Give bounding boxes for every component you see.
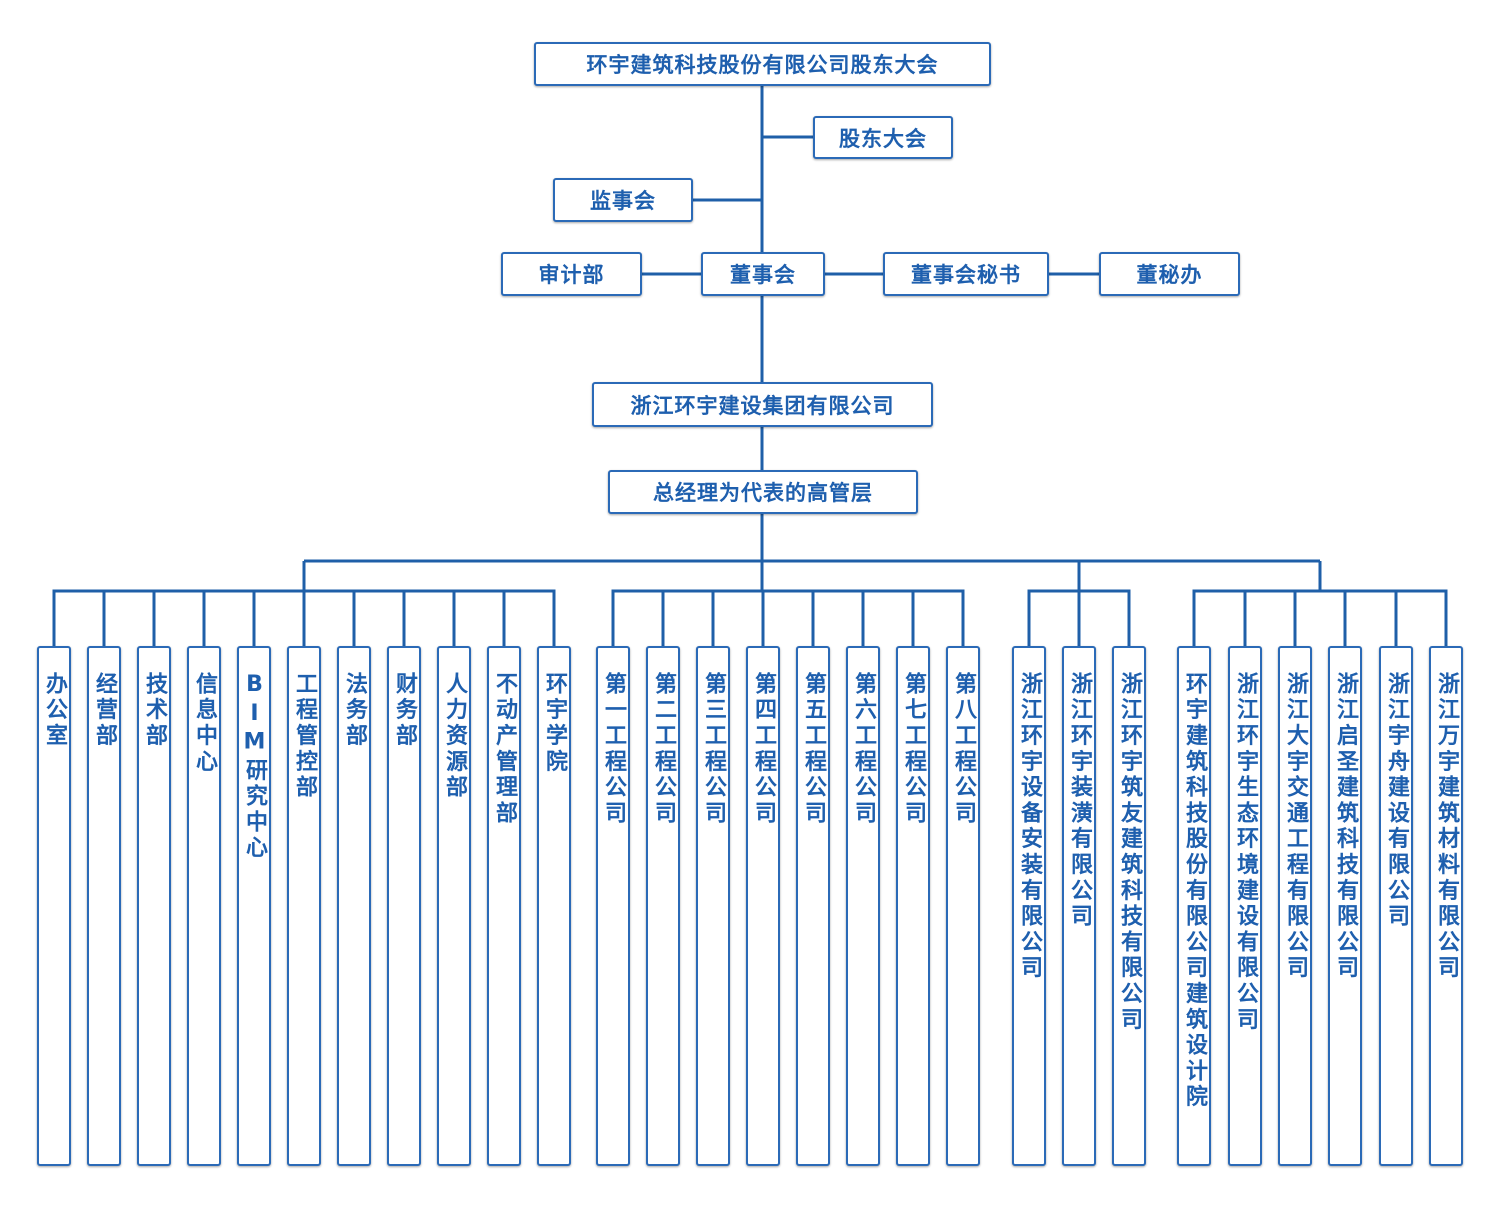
leaf-label: 法务部	[342, 672, 367, 750]
leaf-engineering-companies-8: 第八工程公司	[946, 646, 980, 1166]
leaf-engineering-companies-7: 第七工程公司	[896, 646, 930, 1166]
leaf-label: 人力资源部	[442, 672, 467, 801]
leaf-label: 第七工程公司	[901, 672, 926, 827]
leaf-functional-departments-6: 工程管控部	[287, 646, 321, 1166]
leaf-engineering-companies-5: 第五工程公司	[796, 646, 830, 1166]
node-supervisory-board: 监事会	[553, 178, 693, 222]
leaf-label: 浙江环宇设备安装有限公司	[1017, 672, 1042, 982]
node-shareholders-meeting: 股东大会	[813, 116, 953, 159]
leaf-label: 浙江环宇生态环境建设有限公司	[1233, 672, 1258, 1034]
leaf-label: 浙江大宇交通工程有限公司	[1283, 672, 1308, 982]
node-audit-department: 审计部	[501, 252, 642, 296]
leaf-label: 第五工程公司	[801, 672, 826, 827]
node-board-of-directors: 董事会	[701, 252, 825, 296]
node-group-company: 浙江环宇建设集团有限公司	[592, 382, 933, 427]
leaf-functional-departments-2: 经营部	[87, 646, 121, 1166]
leaf-label: 第一工程公司	[601, 672, 626, 827]
leaf-functional-departments-4: 信息中心	[187, 646, 221, 1166]
leaf-label: BIM研究中心	[242, 672, 267, 862]
leaf-functional-departments-3: 技术部	[137, 646, 171, 1166]
leaf-engineering-companies-2: 第二工程公司	[646, 646, 680, 1166]
leaf-group-subsidiaries-3: 浙江环宇筑友建筑科技有限公司	[1112, 646, 1146, 1166]
leaf-functional-departments-8: 财务部	[387, 646, 421, 1166]
node-board-secretary: 董事会秘书	[883, 252, 1049, 296]
leaf-engineering-companies-3: 第三工程公司	[696, 646, 730, 1166]
node-shareholders-general-meeting: 环宇建筑科技股份有限公司股东大会	[534, 42, 991, 86]
leaf-label: 浙江环宇装潢有限公司	[1067, 672, 1092, 930]
node-executives: 总经理为代表的高管层	[608, 470, 918, 514]
leaf-label: 第二工程公司	[651, 672, 676, 827]
leaf-other-subsidiaries-5: 浙江宇舟建设有限公司	[1379, 646, 1413, 1166]
leaf-other-subsidiaries-1: 环宇建筑科技股份有限公司建筑设计院	[1177, 646, 1211, 1166]
leaf-label: 经营部	[92, 672, 117, 750]
leaf-other-subsidiaries-4: 浙江启圣建筑科技有限公司	[1328, 646, 1362, 1166]
leaf-engineering-companies-6: 第六工程公司	[846, 646, 880, 1166]
leaf-label: 浙江启圣建筑科技有限公司	[1333, 672, 1358, 982]
leaf-label: 第四工程公司	[751, 672, 776, 827]
leaf-functional-departments-1: 办公室	[37, 646, 71, 1166]
leaf-functional-departments-10: 不动产管理部	[487, 646, 521, 1166]
leaf-group-subsidiaries-1: 浙江环宇设备安装有限公司	[1012, 646, 1046, 1166]
leaf-label: 浙江环宇筑友建筑科技有限公司	[1117, 672, 1142, 1034]
leaf-other-subsidiaries-3: 浙江大宇交通工程有限公司	[1278, 646, 1312, 1166]
leaf-label: 办公室	[42, 672, 67, 750]
leaf-label: 环宇学院	[542, 672, 567, 776]
leaf-functional-departments-11: 环宇学院	[537, 646, 571, 1166]
leaf-functional-departments-5: BIM研究中心	[237, 646, 271, 1166]
leaf-label: 技术部	[142, 672, 167, 750]
leaf-other-subsidiaries-6: 浙江万宇建筑材料有限公司	[1429, 646, 1463, 1166]
leaf-label: 工程管控部	[292, 672, 317, 801]
leaf-other-subsidiaries-2: 浙江环宇生态环境建设有限公司	[1228, 646, 1262, 1166]
leaf-label: 不动产管理部	[492, 672, 517, 827]
leaf-engineering-companies-1: 第一工程公司	[596, 646, 630, 1166]
leaf-label: 浙江宇舟建设有限公司	[1384, 672, 1409, 930]
leaf-label: 浙江万宇建筑材料有限公司	[1434, 672, 1459, 982]
leaf-engineering-companies-4: 第四工程公司	[746, 646, 780, 1166]
leaf-functional-departments-7: 法务部	[337, 646, 371, 1166]
leaf-functional-departments-9: 人力资源部	[437, 646, 471, 1166]
leaf-label: 第三工程公司	[701, 672, 726, 827]
leaf-label: 第六工程公司	[851, 672, 876, 827]
leaf-label: 第八工程公司	[951, 672, 976, 827]
leaf-label: 环宇建筑科技股份有限公司建筑设计院	[1182, 672, 1207, 1111]
leaf-group-subsidiaries-2: 浙江环宇装潢有限公司	[1062, 646, 1096, 1166]
leaf-label: 信息中心	[192, 672, 217, 776]
leaf-label: 财务部	[392, 672, 417, 750]
connector-lines	[52, 86, 1448, 646]
node-board-secretary-office: 董秘办	[1099, 252, 1240, 296]
